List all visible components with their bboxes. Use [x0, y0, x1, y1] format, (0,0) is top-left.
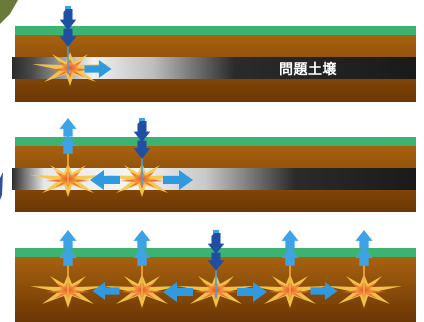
stage-2-panel	[12, 118, 416, 212]
stage-1-panel	[12, 6, 416, 102]
problem-soil-layer	[12, 57, 416, 79]
foliage-icon	[0, 172, 3, 200]
grass-strip	[15, 137, 416, 146]
foliage-icon	[0, 0, 18, 24]
problem-soil-layer	[12, 168, 416, 190]
problem-soil-label: 問題土壌	[279, 62, 337, 78]
stage-3-panel	[15, 230, 416, 322]
grass-strip	[15, 26, 416, 35]
